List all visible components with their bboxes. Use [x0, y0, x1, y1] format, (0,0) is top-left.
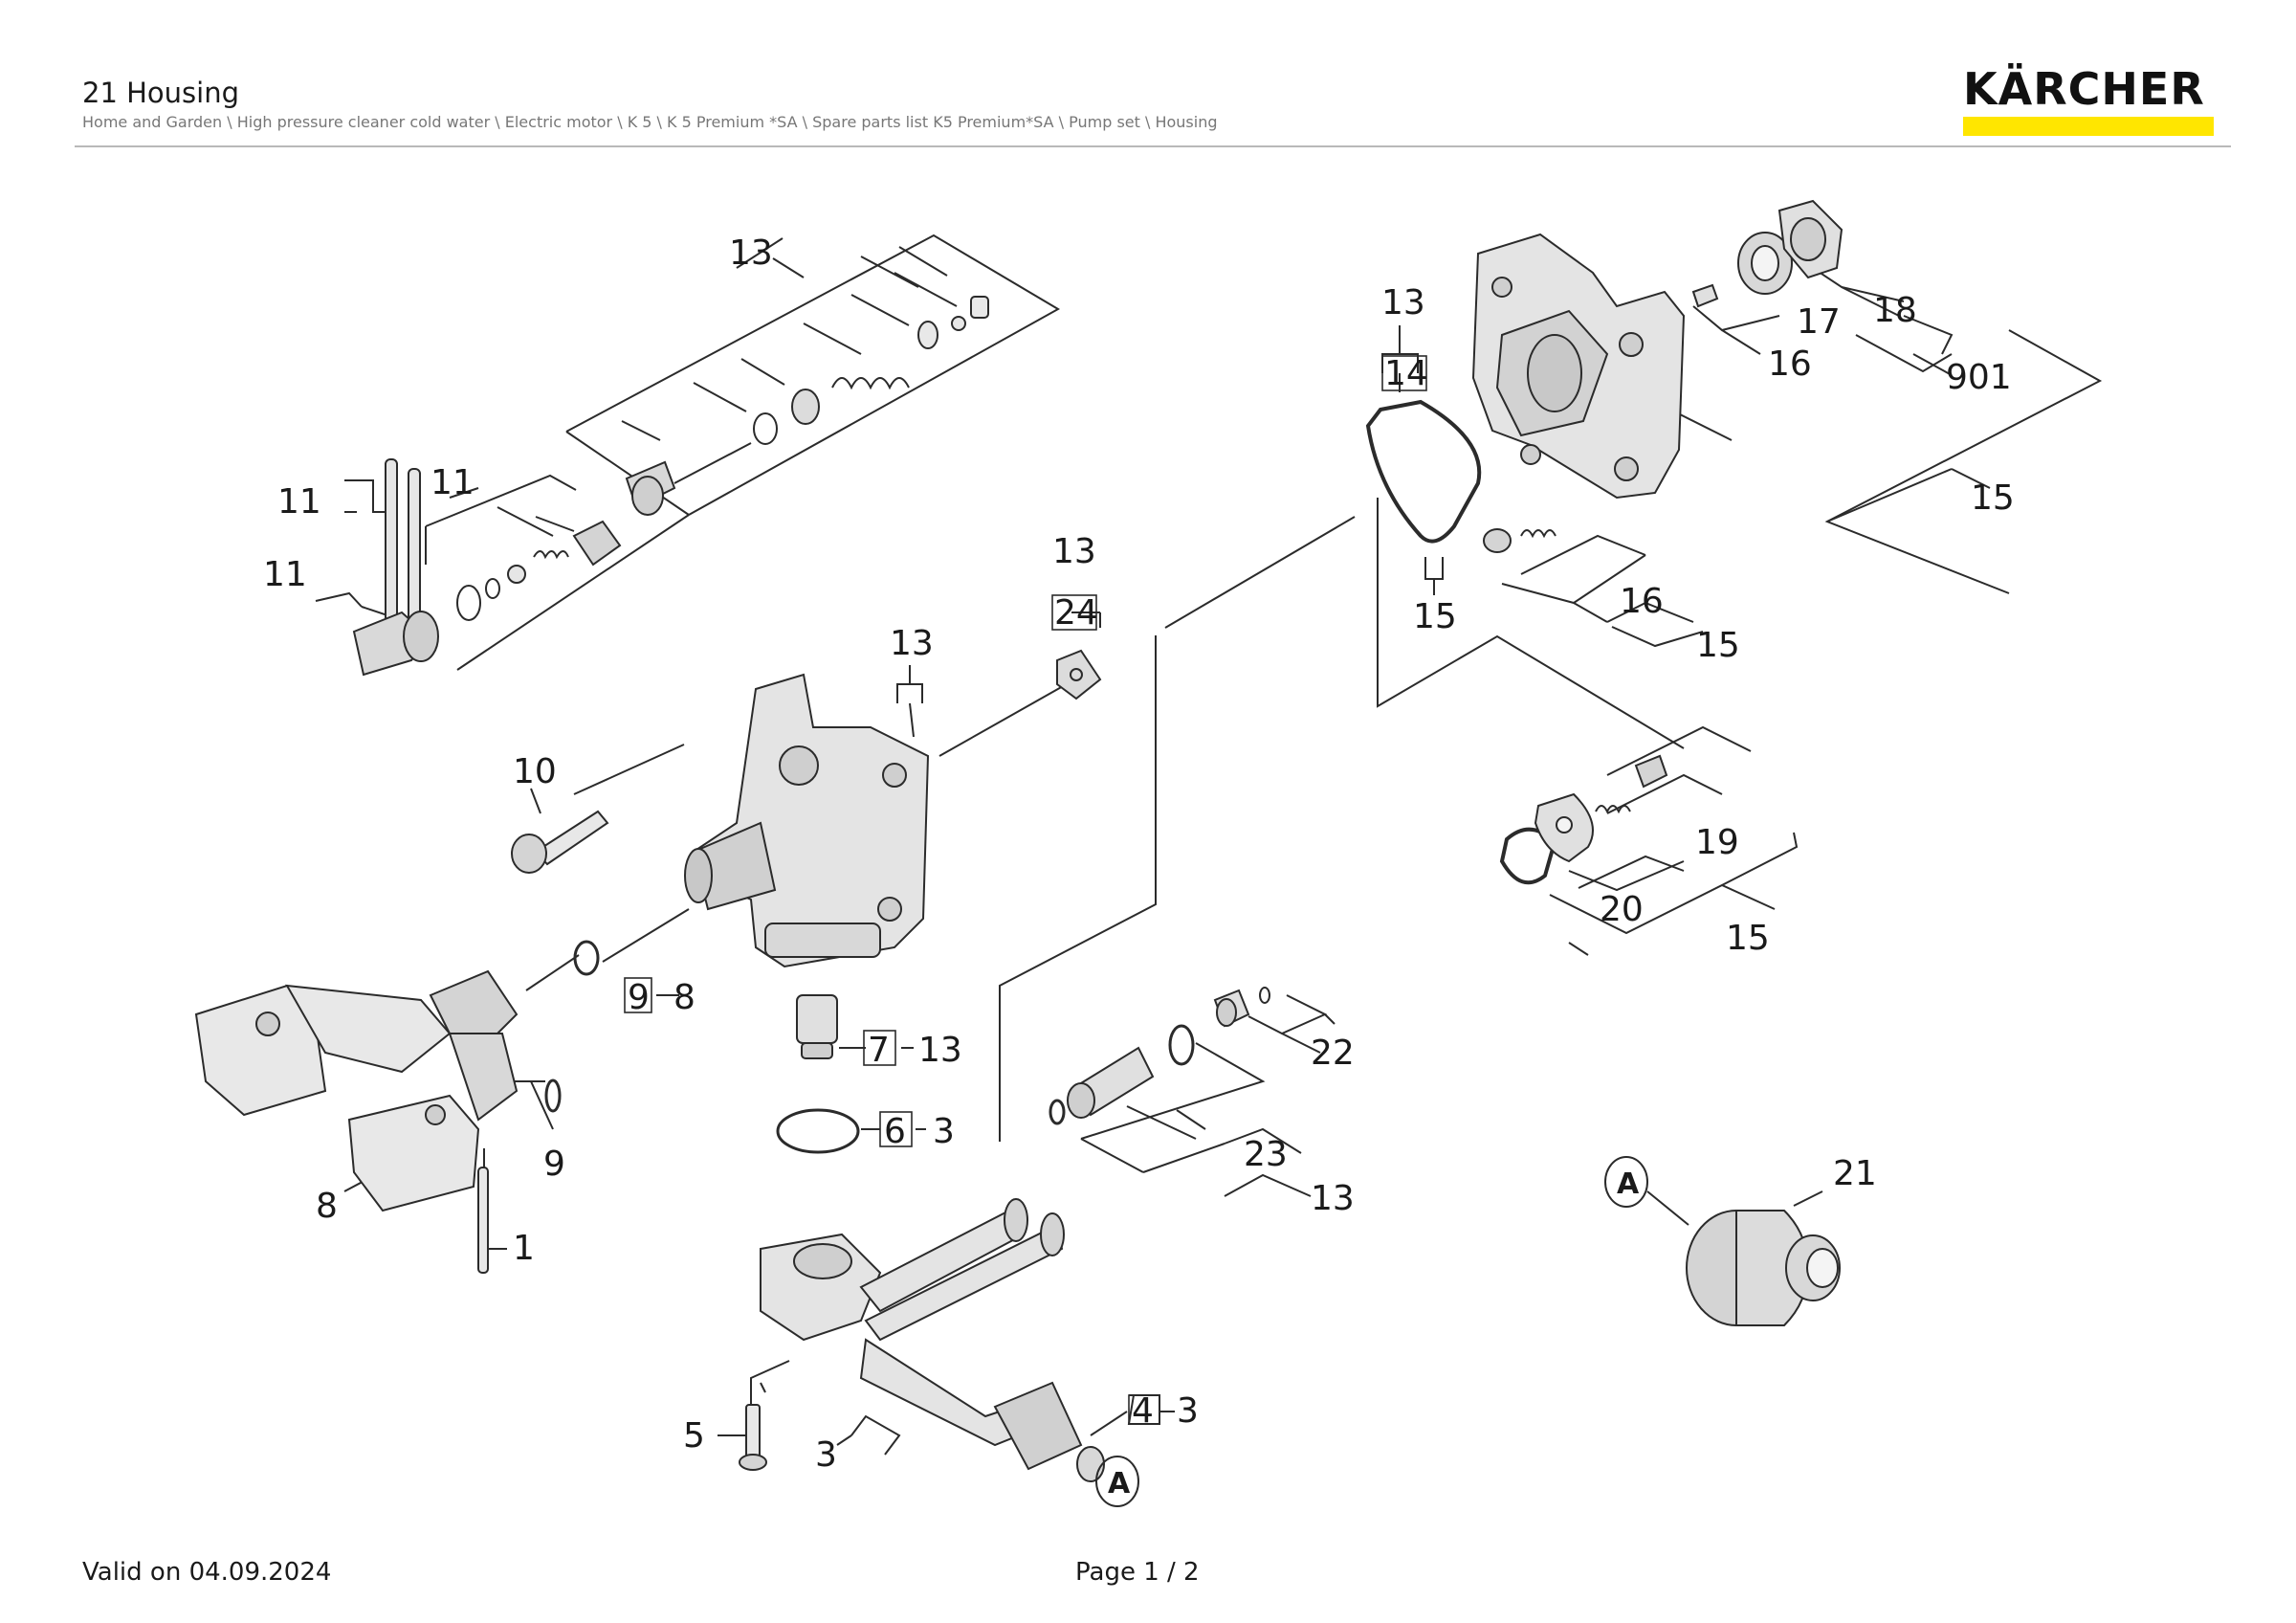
callout-11-a: 11	[277, 482, 321, 522]
callout-14: 14	[1384, 354, 1428, 393]
pump-housing-part	[684, 673, 930, 968]
callout-4-box: 4	[1132, 1391, 1154, 1431]
o-ring-part	[573, 940, 600, 976]
callout-11-c: 11	[263, 555, 307, 594]
callout-9-box: 9	[628, 978, 650, 1017]
callout-18: 18	[1873, 291, 1917, 330]
callout-10: 10	[513, 752, 557, 791]
callout-9: 9	[543, 1145, 565, 1184]
callout-13-24: 13	[1052, 532, 1096, 571]
lower-valve-part	[1499, 754, 1668, 885]
callout-16-a: 16	[1768, 345, 1812, 384]
hose-adapter-part	[1686, 1210, 1841, 1326]
cylinder-head-part	[1471, 233, 1686, 500]
check-valve-part	[1056, 649, 1102, 700]
parts-drawings	[194, 199, 1843, 1482]
box-14	[1381, 355, 1427, 391]
callout-8: 8	[316, 1187, 338, 1226]
callout-13-top: 13	[729, 233, 773, 273]
callout-13-mid: 13	[918, 1031, 962, 1070]
ref-a-label-right: A	[1617, 1167, 1640, 1201]
logo-yellow-bar	[1963, 117, 2214, 136]
callout-3-right: 3	[1177, 1391, 1199, 1431]
box-4	[1128, 1394, 1160, 1425]
callout-23: 23	[1244, 1135, 1288, 1174]
valve-cap-part	[1213, 987, 1270, 1028]
header-divider	[75, 145, 2231, 147]
bearing-part	[1691, 199, 1843, 308]
screw-part	[511, 810, 609, 874]
callout-11-b: 11	[430, 463, 475, 502]
ref-a-label-left: A	[1108, 1467, 1131, 1501]
callout-16-b: 16	[1620, 582, 1664, 621]
pin-part	[477, 1167, 489, 1274]
box-6	[879, 1111, 913, 1147]
callout-17: 17	[1797, 302, 1841, 342]
callout-21: 21	[1833, 1154, 1877, 1193]
callout-19: 19	[1695, 823, 1739, 862]
callout-15-d: 15	[1726, 919, 1770, 958]
callout-1: 1	[513, 1229, 535, 1268]
callout-20: 20	[1600, 890, 1644, 929]
callout-15-b: 15	[1971, 478, 2015, 518]
callout-15-c: 15	[1696, 626, 1740, 665]
karcher-logo: KÄRCHER	[1963, 67, 2214, 136]
box-9	[624, 977, 652, 1013]
box-24	[1051, 594, 1097, 631]
page-number: Page 1 / 2	[1075, 1558, 1200, 1587]
o-ring-small-part	[544, 1078, 562, 1113]
valid-date: Valid on 04.09.2024	[82, 1558, 332, 1587]
callout-labels: 13 11 11 11 10 13 13 24 9 8 9 8 1 7 13 6…	[263, 233, 2015, 1501]
callout-3-low: 3	[815, 1435, 837, 1475]
box-7	[863, 1030, 896, 1066]
callout-901: 901	[1946, 358, 2012, 397]
callout-24: 24	[1054, 593, 1098, 633]
pin-and-fitting-part	[352, 458, 622, 677]
callout-7-box: 7	[868, 1031, 890, 1070]
outlet-manifold-part	[760, 1198, 1105, 1482]
callout-boxes	[624, 355, 1648, 1507]
callout-8-near: 8	[673, 978, 695, 1017]
valve-stack-part	[625, 296, 989, 516]
valve-insert-part	[796, 994, 838, 1059]
handle-part	[194, 969, 519, 1212]
callout-15-a: 15	[1413, 597, 1457, 636]
callout-22: 22	[1311, 1034, 1355, 1073]
callout-13-housing: 13	[890, 624, 934, 663]
large-o-ring-part	[776, 1108, 860, 1154]
leader-lines	[315, 233, 2103, 1456]
page-title: 21 Housing	[82, 77, 240, 109]
ref-a-left	[1095, 1456, 1139, 1507]
spring-valve-part	[1483, 528, 1556, 553]
callout-13-14: 13	[1381, 283, 1425, 322]
breadcrumb[interactable]: Home and Garden \ High pressure cleaner …	[82, 113, 1218, 131]
valve-piston-part	[1049, 1024, 1195, 1125]
bottom-screw-part	[739, 1404, 767, 1471]
ref-a-right	[1604, 1156, 1648, 1208]
callout-5: 5	[683, 1416, 705, 1456]
callout-6-box: 6	[884, 1112, 906, 1151]
logo-text: KÄRCHER	[1963, 63, 2205, 115]
gasket-part	[1365, 399, 1482, 544]
callout-13-23: 13	[1311, 1179, 1355, 1218]
callout-3-mid: 3	[933, 1112, 955, 1151]
